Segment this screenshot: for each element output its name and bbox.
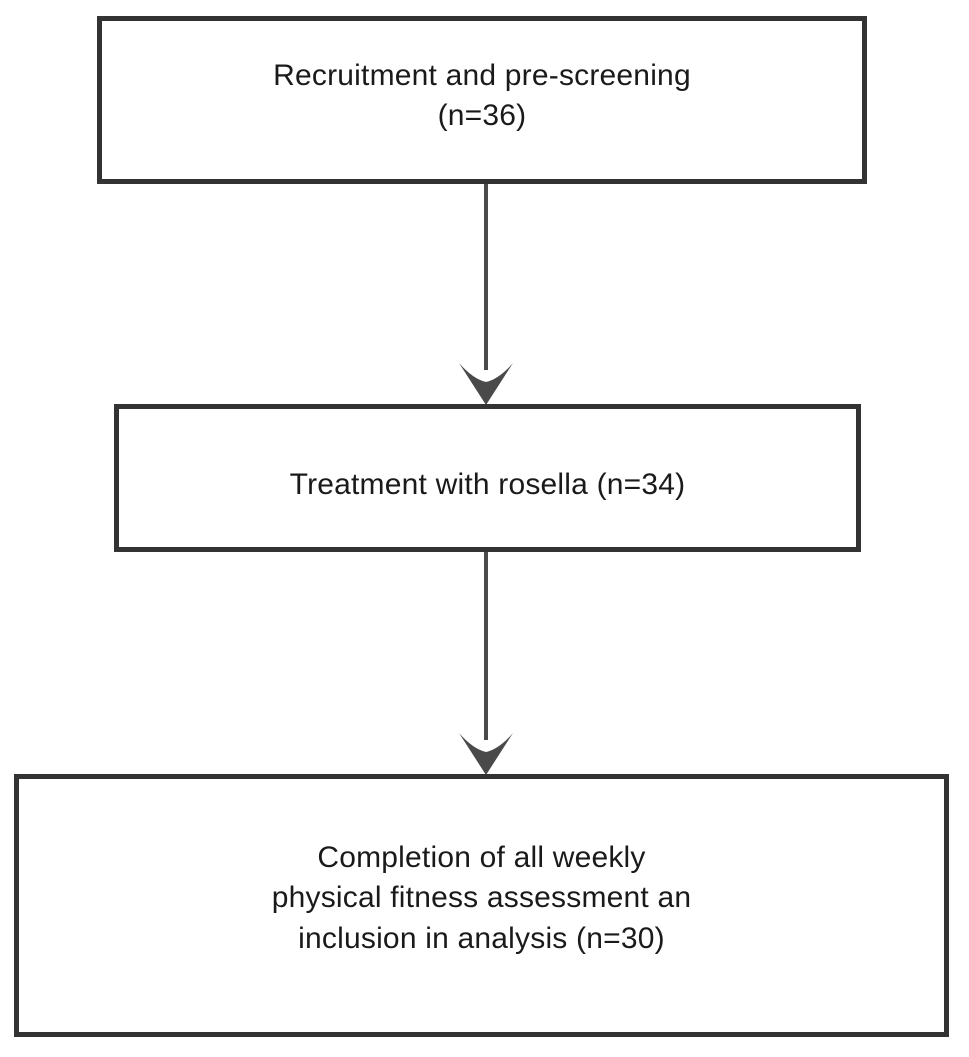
flow-box-treatment-label: Treatment with rosella (n=34) xyxy=(289,467,686,501)
flow-box-completion: Completion of all weekly physical fitnes… xyxy=(14,774,949,1037)
down-arrow-connector-1 xyxy=(459,184,513,405)
flow-box-recruitment-label: Recruitment and pre-screening (n=36) xyxy=(273,58,691,133)
arrow-head-icon xyxy=(459,363,513,405)
flow-box-completion-label: Completion of all weekly physical fitnes… xyxy=(271,840,692,955)
flow-box-recruitment: Recruitment and pre-screening (n=36) xyxy=(97,16,867,184)
flow-box-treatment: Treatment with rosella (n=34) xyxy=(114,404,861,552)
down-arrow-connector-2 xyxy=(459,552,513,775)
arrow-head-icon xyxy=(459,733,513,775)
